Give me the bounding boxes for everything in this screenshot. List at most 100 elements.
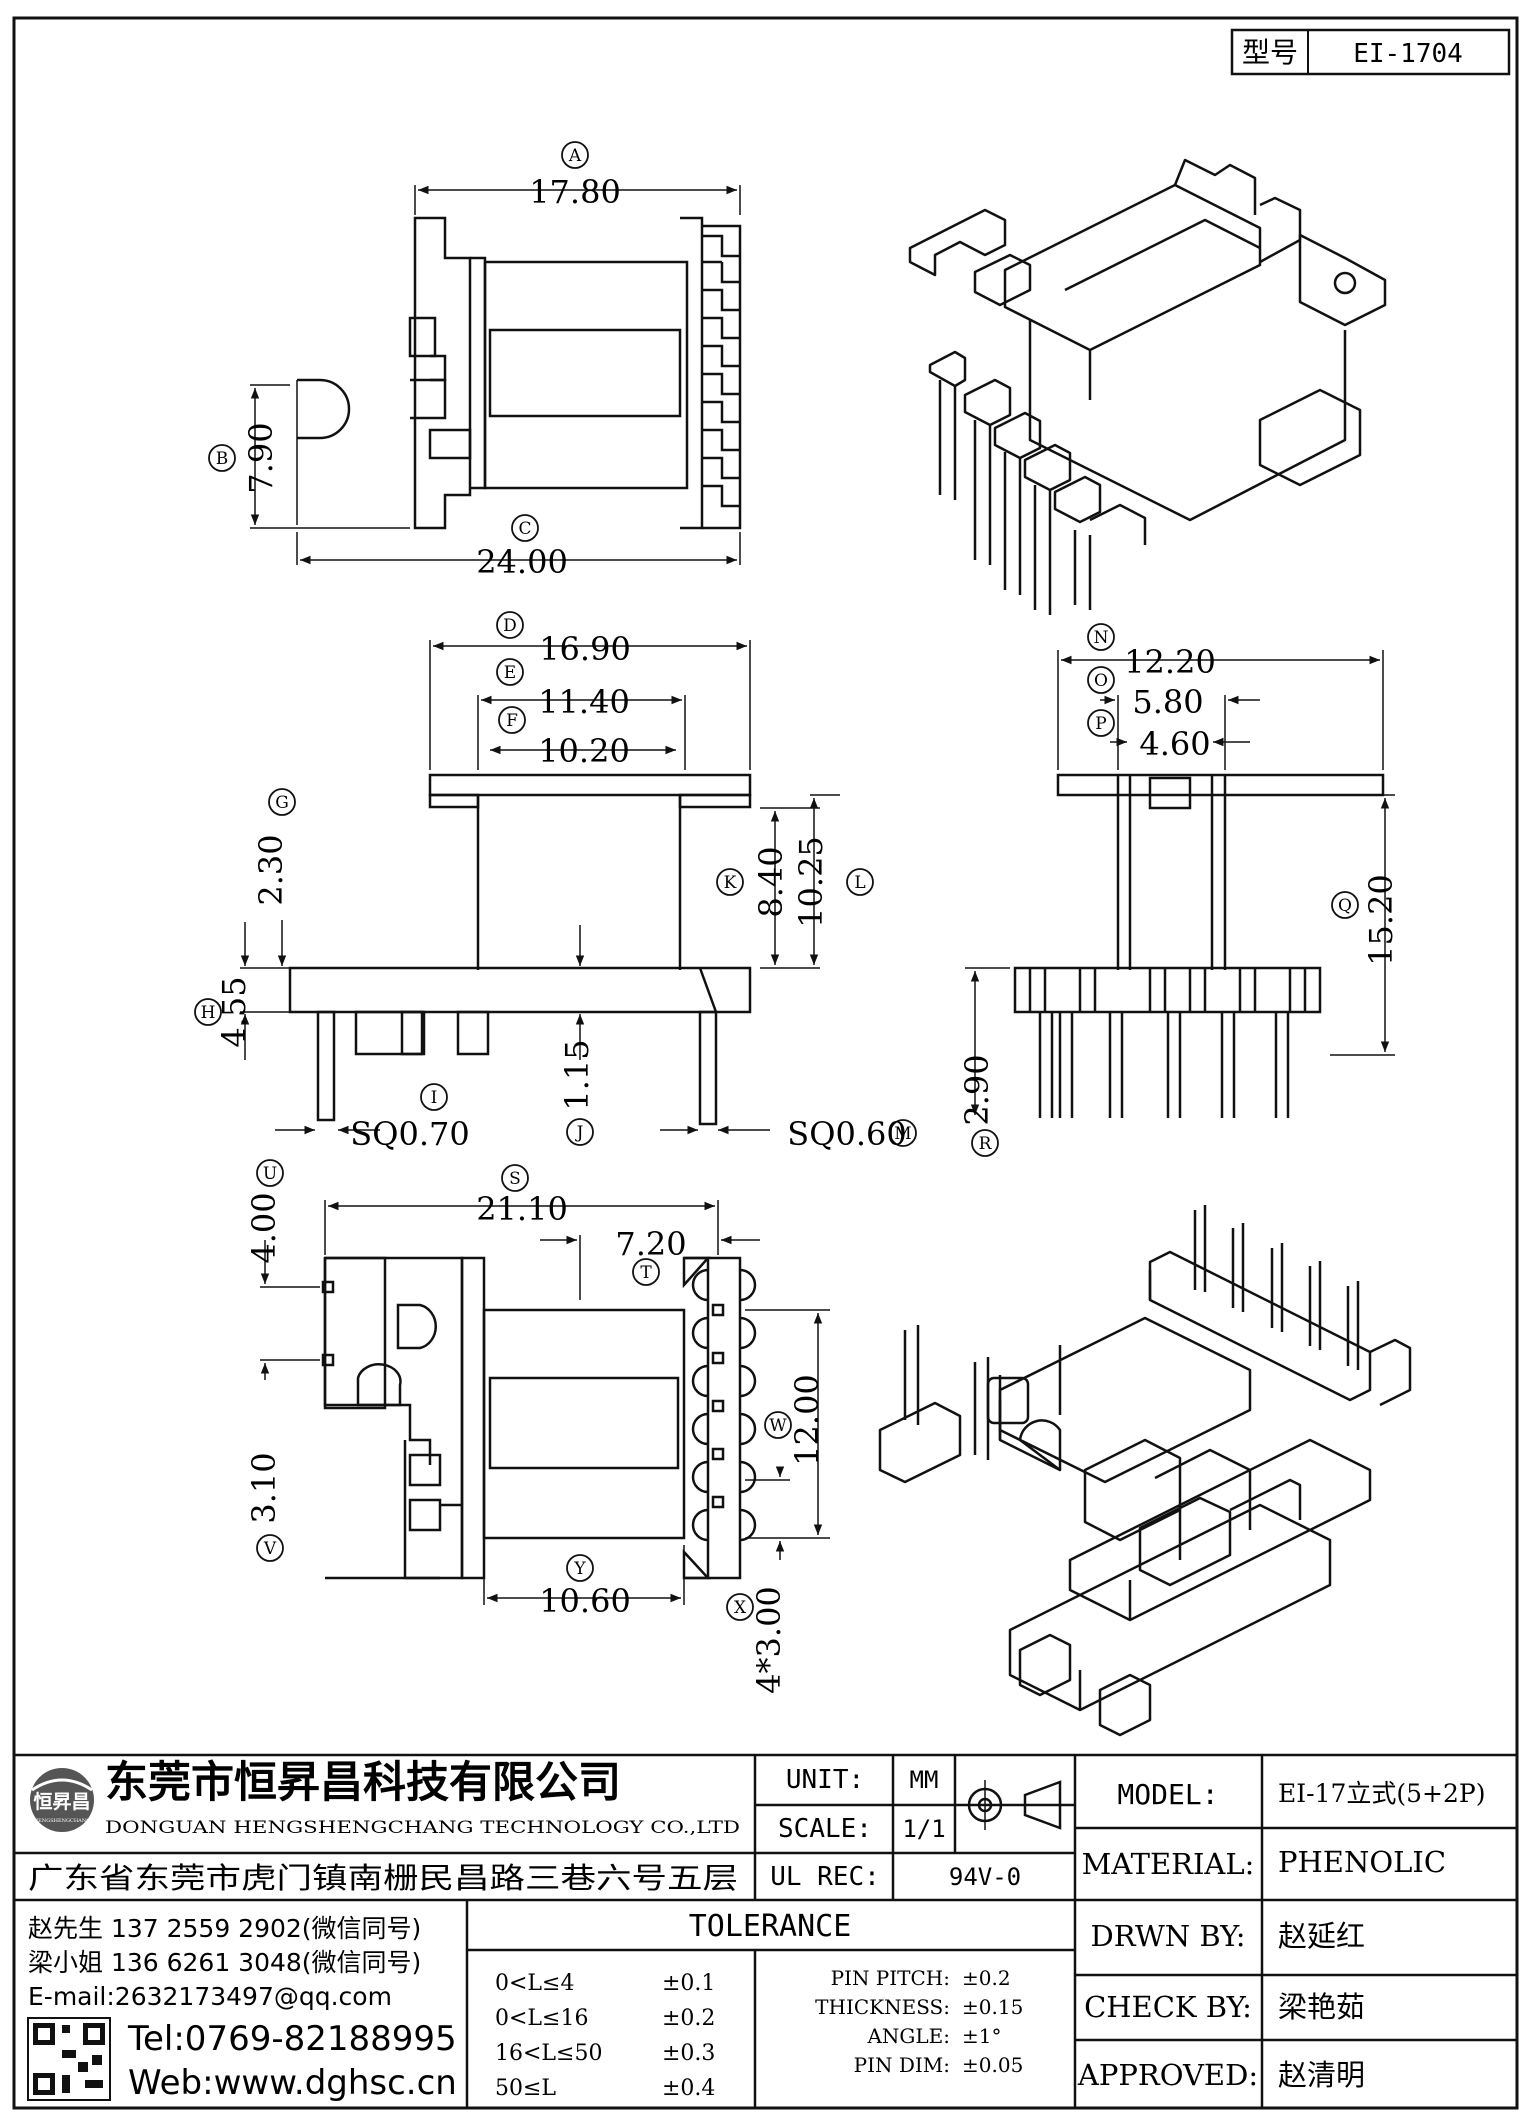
- tolerance-value: ±0.1: [662, 1971, 715, 1996]
- dim-callout-circle-g: [268, 788, 296, 816]
- dim-callout-circle-n: [1087, 623, 1115, 651]
- dim-callout-circle-l: [846, 868, 874, 896]
- pin-spec-label: PIN PITCH:: [831, 1966, 950, 1990]
- dim-value-q: 15.20: [1362, 874, 1400, 966]
- dim-value-f: 10.20: [538, 732, 630, 770]
- dim-callout-letter-k: K: [724, 873, 737, 893]
- dim-callout-circle-w: [764, 1411, 792, 1439]
- dim-value-y: 10.60: [539, 1582, 631, 1620]
- dim-value-r: 2.90: [958, 1054, 996, 1125]
- website[interactable]: Web:www.dghsc.cn: [128, 2063, 457, 2103]
- front-view-dimensions: [240, 640, 840, 1135]
- dim-value-u: 4.00: [245, 1192, 283, 1263]
- dim-callout-circle-c: [511, 514, 539, 542]
- dim-value-i: SQ0.70: [350, 1115, 469, 1153]
- dim-callout-circle-b: [208, 444, 236, 472]
- tolerance-value: ±0.4: [662, 2076, 715, 2101]
- iso-view-top: [908, 158, 1387, 615]
- dim-value-x: 4*3.00: [750, 1586, 788, 1694]
- material-label: MATERIAL:: [1082, 1847, 1255, 1881]
- dim-callout-letter-g: G: [275, 793, 289, 813]
- top-view: [296, 216, 742, 530]
- ul-rec-label: UL REC:: [770, 1862, 880, 1892]
- check-by-value: 梁艳茹: [1278, 1990, 1365, 2024]
- dim-callout-letter-h: H: [201, 1003, 216, 1023]
- part-number-box: 型号 EI-1704: [1230, 28, 1511, 76]
- dim-callout-circle-a: [561, 141, 589, 169]
- logo-subtext: HENGSHENGCHANG: [34, 1818, 90, 1824]
- dim-value-j: 1.15: [558, 1039, 596, 1110]
- bottom-view: [321, 1256, 757, 1580]
- side-view: [1013, 773, 1385, 1118]
- dim-callout-letter-x: X: [734, 1598, 747, 1618]
- pin-spec-label: ANGLE:: [866, 2024, 950, 2048]
- title-block: [14, 1753, 1517, 2108]
- dim-callout-letter-n: N: [1094, 628, 1109, 648]
- dim-callout-circle-p: [1087, 709, 1115, 737]
- dim-callout-circle-q: [1331, 891, 1359, 919]
- dim-callout-letter-v: V: [263, 1539, 277, 1559]
- dim-callout-letter-d: D: [503, 616, 517, 636]
- scale-value: 1/1: [902, 1815, 945, 1843]
- pin-spec-table: PIN PITCH: ±0.2 THICKNESS: ±0.15 ANGLE: …: [815, 1966, 1023, 2077]
- dim-value-v: 3.10: [245, 1452, 283, 1523]
- dim-callout-circle-u: [256, 1159, 284, 1187]
- dim-callout-letter-p: P: [1095, 714, 1106, 734]
- part-number-label: 型号: [1242, 36, 1298, 69]
- dim-callout-letter-m: M: [894, 1124, 911, 1144]
- dim-value-m: SQ0.60: [787, 1115, 906, 1153]
- dim-callout-circle-j: [566, 1118, 594, 1146]
- dim-callout-circle-t: [632, 1258, 660, 1286]
- telephone[interactable]: Tel:0769-82188995: [127, 2019, 457, 2059]
- top-view-dimensions: [250, 185, 741, 565]
- company-name-en: DONGUAN HENGSHENGCHANG TECHNOLOGY CO.,LT…: [105, 1818, 740, 1838]
- dim-value-w: 12.00: [788, 1374, 826, 1466]
- approved-label: APPROVED:: [1077, 2058, 1258, 2092]
- tolerance-range: 50≤L: [495, 2076, 556, 2101]
- dim-callout-circle-s: [501, 1164, 529, 1192]
- pin-spec-value: ±0.15: [962, 1995, 1023, 2019]
- tolerance-range: 0<L≤16: [495, 2006, 588, 2031]
- dim-callout-letter-r: R: [979, 1134, 993, 1154]
- check-by-label: CHECK BY:: [1084, 1990, 1252, 2024]
- dim-callout-circle-i: [420, 1083, 448, 1111]
- dim-value-e: 11.40: [538, 683, 630, 721]
- dim-callout-circle-y: [566, 1554, 594, 1582]
- iso-view-bottom: [878, 1205, 1412, 1737]
- material-value: PHENOLIC: [1278, 1845, 1446, 1879]
- unit-value: MM: [910, 1766, 939, 1794]
- dim-callout-letter-a: A: [568, 146, 582, 166]
- contact-1: 赵先生 137 2559 2902(微信同号): [28, 1914, 421, 1943]
- dim-value-s: 21.10: [476, 1190, 568, 1228]
- dim-callout-circle-e: [496, 658, 524, 686]
- pin-spec-value: ±0.05: [962, 2053, 1023, 2077]
- dim-callout-circle-k: [716, 868, 744, 896]
- dim-callout-circle-v: [256, 1534, 284, 1562]
- dim-callout-circle-m: [889, 1119, 917, 1147]
- dim-callout-circle-h: [194, 998, 222, 1026]
- scale-label: SCALE:: [778, 1814, 872, 1844]
- dim-value-g: 2.30: [252, 834, 290, 905]
- dim-callout-circle-d: [496, 611, 524, 639]
- pin-spec-label: PIN DIM:: [854, 2053, 950, 2077]
- tolerance-value: ±0.2: [662, 2006, 715, 2031]
- tolerance-value: ±0.3: [662, 2041, 715, 2066]
- dim-value-d: 16.90: [539, 630, 631, 668]
- dim-callout-letter-j: J: [575, 1123, 584, 1143]
- projection-symbol-icon: [960, 1780, 1062, 1830]
- qr-code-icon: [27, 2017, 111, 2101]
- pin-spec-value: ±0.2: [962, 1966, 1011, 1990]
- pin-spec-label: THICKNESS:: [815, 1995, 950, 2019]
- dim-callout-letter-o: O: [1094, 671, 1108, 691]
- company-address: 广东省东莞市虎门镇南栅民昌路三巷六号五层: [28, 1861, 738, 1895]
- email[interactable]: E-mail:2632173497@qq.com: [28, 1982, 392, 2011]
- dim-value-l: 10.25: [792, 836, 830, 928]
- logo-text: 恒昇昌: [33, 1791, 90, 1813]
- dim-callout-letter-t: T: [640, 1263, 652, 1283]
- unit-label: UNIT:: [786, 1765, 864, 1795]
- approved-value: 赵清明: [1278, 2058, 1365, 2092]
- tolerance-table: 0<L≤4 ±0.1 0<L≤16 ±0.2 16<L≤50 ±0.3 50≤L…: [495, 1971, 715, 2101]
- tolerance-title: TOLERANCE: [689, 1909, 852, 1944]
- dim-value-b: 7.90: [242, 422, 280, 493]
- drwn-by-value: 赵延红: [1278, 1919, 1365, 1953]
